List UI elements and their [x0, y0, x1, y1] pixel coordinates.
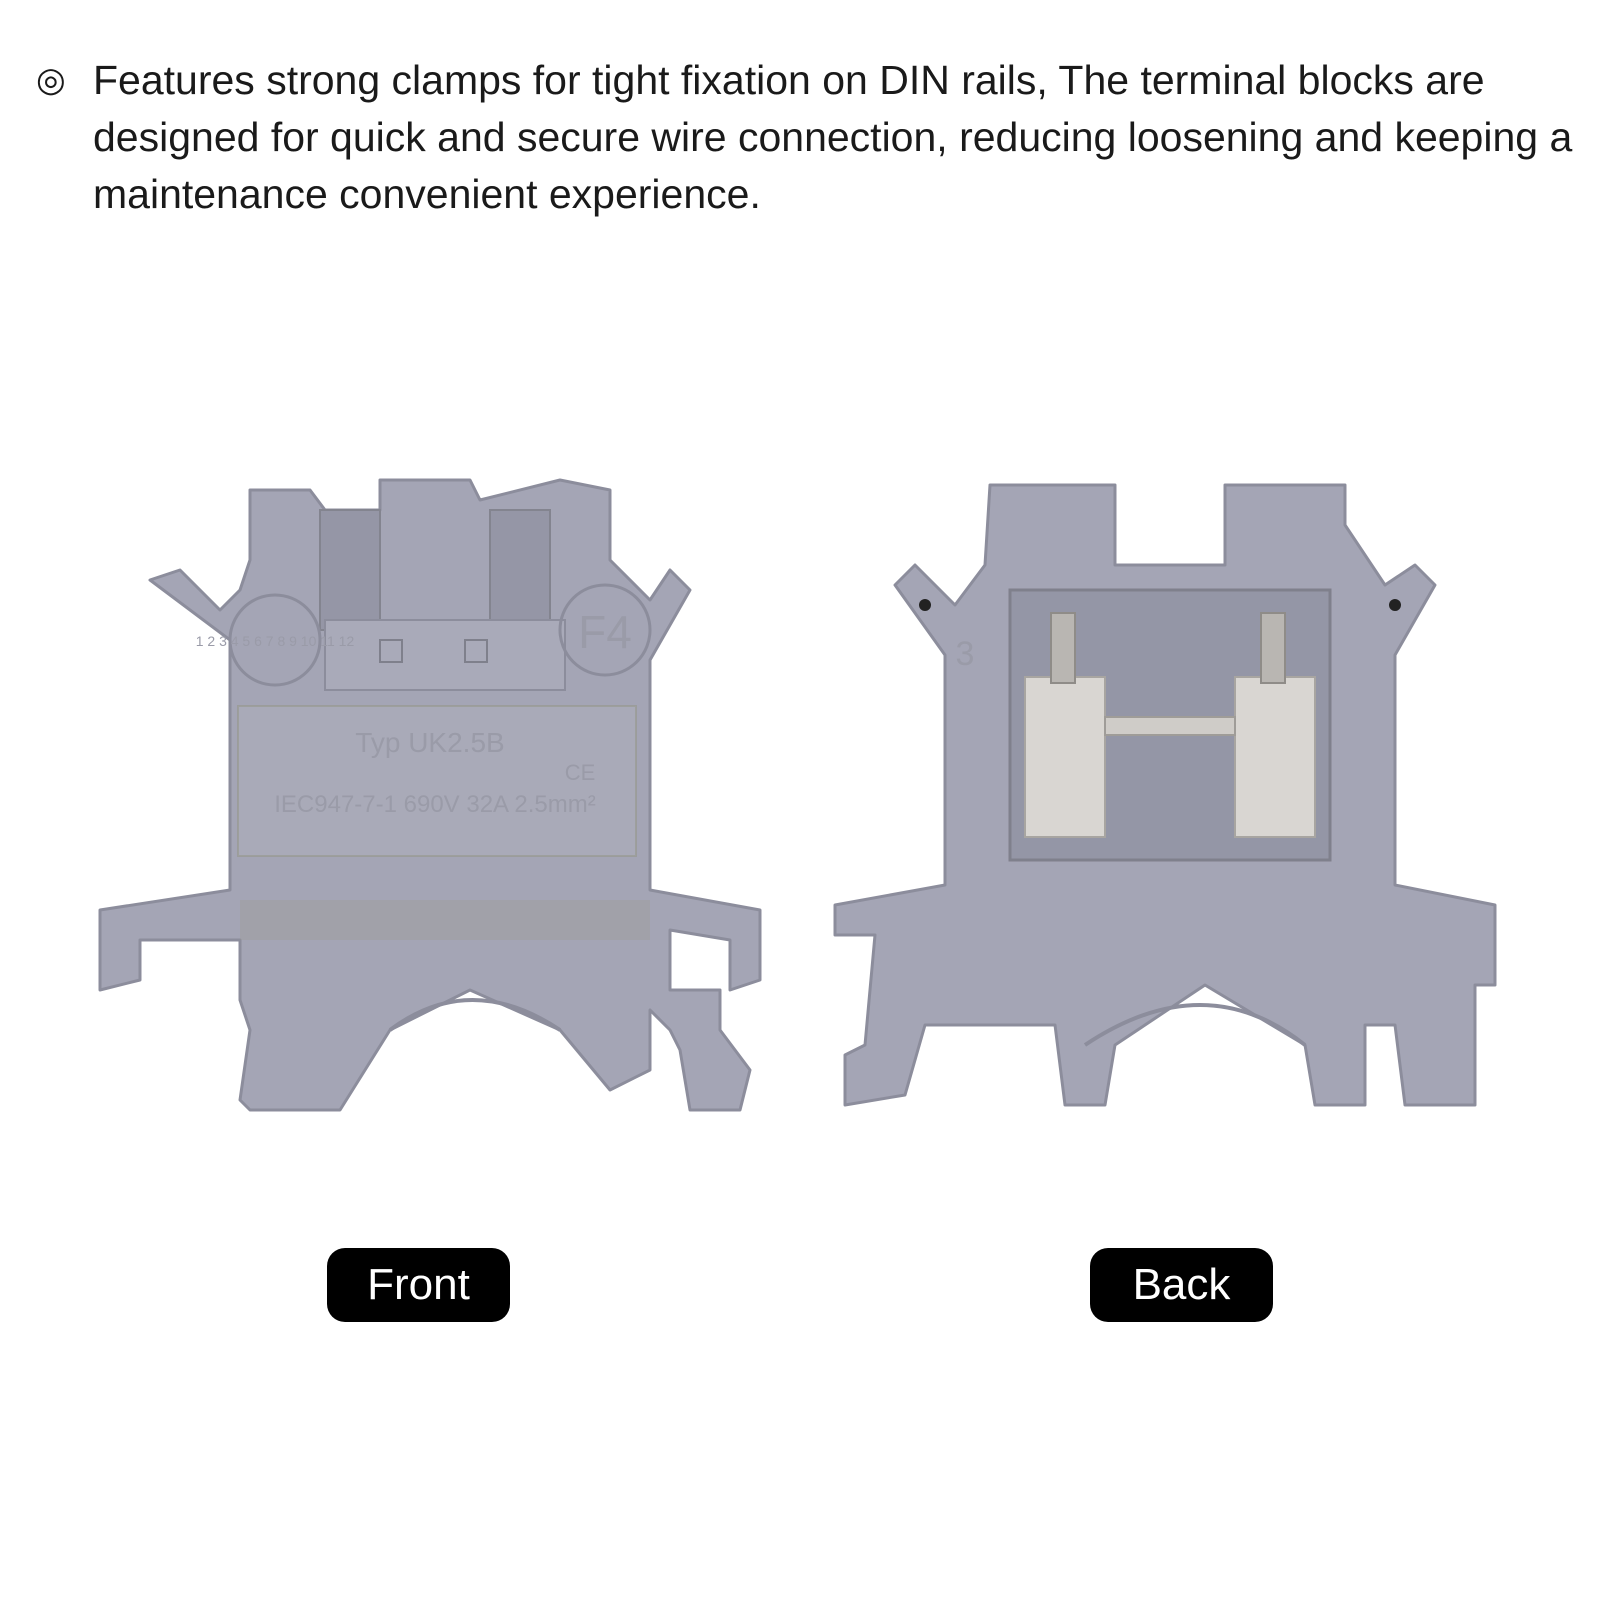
spec-label: IEC947-7-1 690V 32A 2.5mm² [274, 791, 596, 818]
double-circle-bullet-icon: ◎ [36, 60, 66, 100]
back-terminal-block-photo: 3 [833, 483, 1497, 1107]
number-wheel-label: 1 2 3 4 5 6 7 8 9 10 11 12 [196, 633, 355, 649]
marking-code-label: F4 [578, 606, 632, 658]
side-number-label: 3 [956, 635, 975, 673]
front-terminal-block-photo: 1 2 3 4 5 6 7 8 9 10 11 12 F4 Typ UK2.5B… [98, 478, 762, 1112]
feature-text: Features strong clamps for tight fixatio… [93, 57, 1573, 217]
front-caption: Front [327, 1248, 510, 1322]
type-label: Typ UK2.5B [355, 727, 504, 758]
ce-mark: CE [565, 760, 596, 785]
feature-description: ◎ Features strong clamps for tight fixat… [36, 52, 1576, 223]
back-caption: Back [1090, 1248, 1273, 1322]
